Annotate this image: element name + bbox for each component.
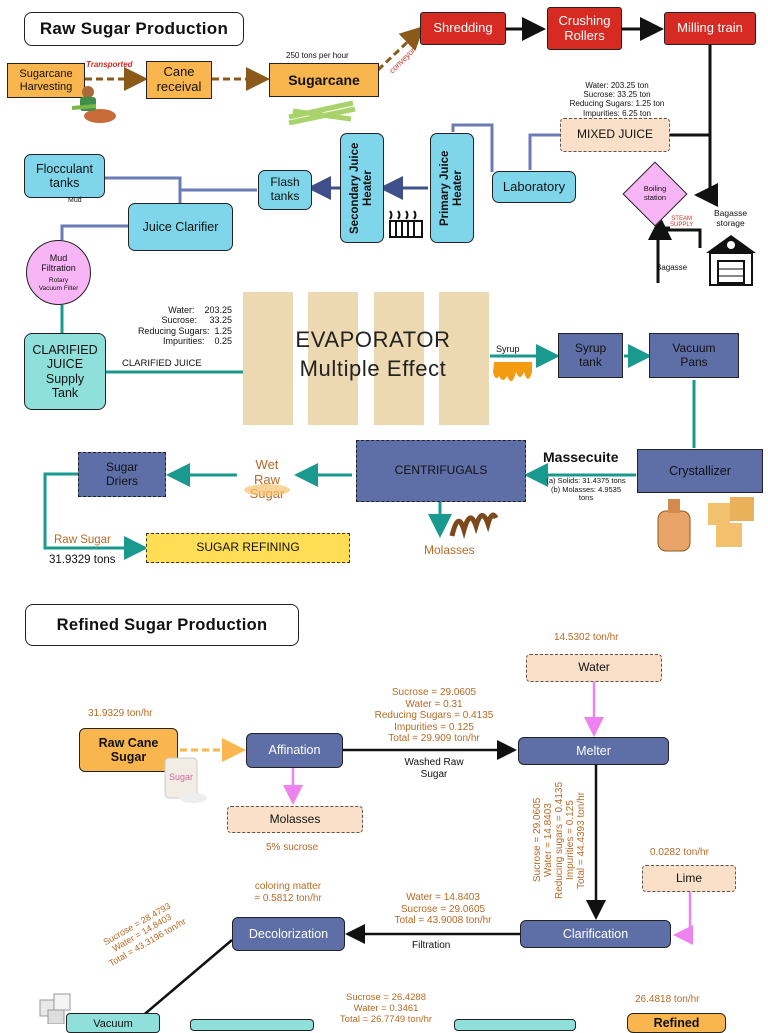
cane-receival-box: Cane receival	[146, 61, 212, 99]
syrup-label: Syrup	[496, 344, 520, 354]
evaporator-label: EVAPORATOR Multiple Effect	[295, 327, 451, 381]
centrifugals-box: CENTRIFUGALS	[356, 440, 526, 502]
refined-box: Refined	[627, 1013, 726, 1033]
transported-label: Transported	[86, 60, 133, 69]
lime-rate-label: 0.0282 ton/hr	[650, 847, 709, 858]
bagasse-storage-icon	[702, 233, 760, 287]
sugarcane-harvesting-box: Sugarcane Harvesting	[7, 63, 85, 98]
secondary-juice-heater-box: Secondary Juice Heater	[340, 133, 384, 243]
evaporator-effect-3	[374, 292, 424, 425]
massecuite-label: Massecuite	[543, 449, 619, 465]
primary-juice-heater-label: Primary Juice Heater	[438, 150, 464, 226]
bottom-flow-values: Sucrose = 26.4288 Water = 0.3461 Total =…	[339, 992, 433, 1025]
tons-per-hour-label: 250 tons per hour	[286, 51, 349, 60]
sugar-pile-icon	[242, 478, 292, 496]
juice-clarifier-box: Juice Clarifier	[128, 203, 233, 251]
mud-label: Mud	[68, 197, 82, 204]
svg-text:Sugar: Sugar	[169, 772, 193, 782]
lime-box: Lime	[642, 865, 736, 892]
syrup-tank-box: Syrup tank	[558, 333, 623, 378]
sugarcane-box: Sugarcane	[269, 63, 379, 97]
vacuum-box: Vacuum	[66, 1013, 160, 1033]
raw-sugar-label: Raw Sugar	[54, 534, 111, 546]
evaporator-unit: EVAPORATOR Multiple Effect	[243, 292, 489, 425]
raw-cane-sugar-box: Raw Cane Sugar	[79, 728, 178, 772]
raw-cane-sugar-rate: 31.9329 ton/hr	[88, 708, 153, 719]
clarified-juice-label: CLARIFIED JUICE	[122, 358, 202, 369]
sugar-refining-box: SUGAR REFINING	[146, 533, 350, 563]
coloring-matter-label: coloring matter = 0.5812 ton/hr	[254, 881, 322, 904]
shredding-box: Shredding	[420, 12, 506, 45]
clarified-juice-values: Water: 203.25 Sucrose: 33.25 Reducing Su…	[137, 305, 232, 347]
secondary-juice-heater-label: Secondary Juice Heater	[348, 142, 374, 234]
raw-sugar-tons: 31.9329 tons	[49, 554, 116, 566]
raw-section-title: Raw Sugar Production	[24, 12, 244, 46]
crystallizer-illustration	[656, 495, 760, 553]
flocculant-tanks-box: Flocculant tanks	[24, 154, 105, 198]
melter-box: Melter	[518, 737, 669, 765]
decolorization-input-values: Water = 14.8403 Sucrose = 29.0605 Total …	[394, 892, 492, 926]
evaporator-effect-2	[308, 292, 358, 425]
vacuum-pans-box: Vacuum Pans	[649, 333, 739, 378]
evaporator-effect-1	[243, 292, 293, 425]
flash-tanks-box: Flash tanks	[258, 170, 312, 210]
melter-output-text: Sucrose = 29.0605 Water = 14.8403 Reduci…	[532, 781, 587, 899]
heater-coil-icon	[386, 205, 428, 241]
bottom-process-box-2	[454, 1019, 576, 1031]
washed-sugar-values: Sucrose = 29.0605 Water = 0.31 Reducing …	[374, 687, 494, 744]
laboratory-box: Laboratory	[492, 171, 576, 203]
sugar-driers-box: Sugar Driers	[78, 452, 166, 497]
bagasse-label: Bagasse	[656, 263, 688, 272]
water-rate-label: 14.5302 ton/hr	[554, 632, 619, 643]
conveyor-arrow	[376, 25, 425, 72]
clarified-juice-tank-box: CLARIFIED JUICE Supply Tank	[24, 333, 106, 410]
mixed-juice-values: Water: 203.25 ton Sucrose: 33.25 ton Red…	[569, 81, 665, 118]
massecuite-values: (a) Solids: 31.4375 tons (b) Molasses: 4…	[546, 476, 626, 503]
steam-supply-label: STEAM SUPPLY	[670, 216, 694, 228]
water-box: Water	[526, 654, 662, 682]
bottom-process-box	[190, 1019, 314, 1031]
crystallizer-box: Crystallizer	[637, 449, 763, 493]
clarification-box: Clarification	[520, 920, 671, 948]
evaporator-effect-4	[439, 292, 489, 425]
farmer-illustration	[66, 82, 118, 124]
mud-filtration-circle: Mud Filtration Rotary Vacuum Filter	[26, 240, 91, 305]
filtration-label: Filtration	[412, 940, 451, 951]
bagasse-storage-label: Bagasse storage	[714, 208, 748, 228]
sugar-cubes-illustration	[36, 990, 78, 1025]
melter-output-values: Sucrose = 29.0605 Water = 14.8403 Reduci…	[530, 770, 596, 910]
boiling-station: Boiling station	[622, 161, 688, 227]
sugar-bag-illustration: Sugar	[157, 756, 209, 804]
molasses-label: Molasses	[424, 543, 475, 557]
molasses-swirl-icon	[448, 508, 499, 540]
syrup-drip-icon	[492, 356, 536, 392]
sugarcane-stalks-illustration	[287, 99, 357, 126]
primary-juice-heater-box: Primary Juice Heater	[430, 133, 474, 243]
milling-train-box: Milling train	[664, 12, 756, 45]
crushing-rollers-box: Crushing Rollers	[547, 7, 622, 50]
sucrose-pct-label: 5% sucrose	[266, 842, 319, 853]
mud-filtration-label: Mud Filtration	[41, 252, 76, 274]
refined-section-title: Refined Sugar Production	[25, 604, 299, 646]
affination-box: Affination	[246, 733, 343, 768]
molasses-box: Molasses	[227, 806, 363, 833]
refined-rate-label: 26.4818 ton/hr	[635, 994, 700, 1005]
washed-raw-sugar-label: Washed Raw Sugar	[404, 757, 464, 780]
mixed-juice-box: MIXED JUICE	[560, 118, 670, 152]
boiling-station-label: Boiling station	[643, 184, 667, 202]
decolorization-box: Decolorization	[232, 917, 345, 951]
rotary-filter-label: Rotary Vacuum Filter	[38, 277, 79, 292]
